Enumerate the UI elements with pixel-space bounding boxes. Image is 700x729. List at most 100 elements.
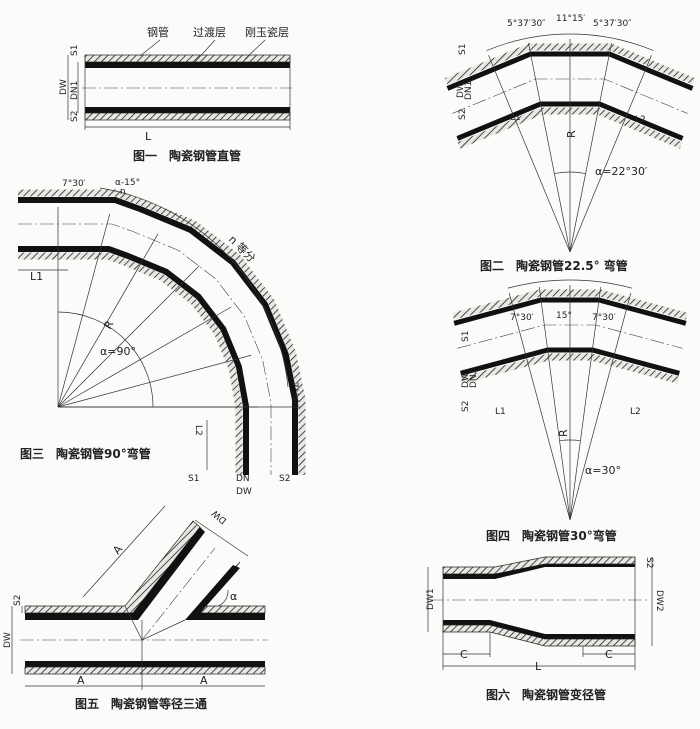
label-a-branch: A (110, 542, 125, 556)
radial-line (569, 286, 602, 521)
label-segment-angle: α-15° (115, 178, 140, 188)
label-s2: S2 (644, 557, 654, 568)
radial-line (488, 55, 571, 253)
radial-line (57, 354, 252, 408)
figure-3-90-degree-bend: 7°30′ α-15° n n 等分 α=90° R 7°30′ L1 L2 S… (18, 178, 306, 497)
label-angle-right: 5°37′30″ (593, 19, 632, 29)
label-c-right: C (605, 648, 613, 661)
figure-2-caption: 图二 陶瓷钢管22.5° 弯管 (480, 258, 628, 273)
reducer-ceramic-top (443, 564, 635, 579)
tee-ceramic-bottom (25, 661, 265, 667)
label-dn1: DN1 (469, 369, 479, 388)
label-l1: L1 (495, 407, 506, 417)
label-s1: S1 (458, 44, 468, 55)
label-s1: S1 (188, 474, 199, 484)
label-l1: L1 (30, 270, 43, 283)
label-s2: S2 (13, 595, 23, 606)
label-dn: DN (236, 474, 250, 484)
radial-line (569, 292, 632, 521)
label-angle-start: 7°30′ (62, 179, 86, 189)
label-angle-left: 7°30′ (510, 313, 534, 323)
label-dw: DW (59, 79, 69, 95)
figure-2-22-5-degree-bend: 5°37′30″ 11°15′ 5°37′30″ α=22°30′ R S1 D… (444, 14, 696, 273)
tee-ceramic-top-right (185, 565, 265, 620)
ceramic-layer-top (85, 62, 290, 68)
label-alpha: α=90° (100, 345, 136, 358)
label-l: L (535, 660, 542, 673)
radial-line (569, 43, 612, 253)
label-a-right: A (200, 674, 208, 687)
label-segment-n: n (120, 187, 126, 197)
label-dw: DW (461, 372, 471, 388)
radial-line (57, 213, 111, 408)
label-l2: L2 (193, 425, 203, 436)
radial-line (508, 292, 571, 521)
label-angle-end: 7°30′ (289, 382, 299, 406)
label-dw2: DW2 (654, 590, 664, 612)
label-dn1: DN1 (70, 81, 80, 100)
centerline (18, 223, 272, 475)
label-dw: DW (456, 82, 466, 98)
n-parts-arc (99, 187, 289, 388)
label-r: R (101, 318, 116, 331)
label-r: R (565, 130, 578, 138)
label-l1: L1 (510, 113, 521, 123)
radial-line (569, 55, 652, 253)
label-l2: L2 (630, 407, 641, 417)
label-dw: DW (3, 632, 13, 648)
label-corundum-layer: 刚玉瓷层 (245, 25, 289, 39)
label-dw1: DW1 (426, 588, 436, 610)
outer-steel-wall-top (84, 54, 291, 63)
figure-3-caption: 图三 陶瓷钢管90°弯管 (20, 446, 151, 461)
figure-4-30-degree-bend: 7°30′ 15° 7°30′ α=30° R S1 DW DN1 S2 L1 … (452, 279, 688, 543)
label-angle-mid: 11°15′ (556, 14, 585, 24)
outer-steel-wall-inside (18, 252, 243, 475)
label-dw-branch: DW (210, 507, 229, 525)
label-r: R (557, 429, 570, 437)
angle-dimension-arc (507, 279, 633, 289)
figure-1-straight-pipe: 钢管 过渡层 刚玉瓷层 S1 DW DN1 S2 L 图一 陶瓷钢管直管 (59, 25, 292, 163)
figure-5-equal-tee: A A A α S2 DW DW 图五 陶瓷钢管等径三通 (3, 505, 268, 711)
label-transition-layer: 过渡层 (193, 25, 226, 39)
figure-6-reducer: C C L DW1 DW2 S2 图六 陶瓷钢管变径管 (426, 556, 664, 702)
label-l: L (145, 130, 152, 143)
label-alpha: α=22°30′ (595, 165, 648, 178)
label-angle-right: 7°30′ (592, 313, 616, 323)
ceramic-layer-outside (18, 197, 298, 475)
label-alpha: α=30° (585, 464, 621, 477)
angle-dimension-arc (486, 33, 654, 51)
reducer-ceramic-bottom (443, 620, 635, 639)
label-dn1: DN1 (464, 81, 474, 100)
centerline (452, 78, 688, 114)
figure-4-caption: 图四 陶瓷钢管30°弯管 (486, 528, 617, 543)
label-steel-pipe: 钢管 (147, 25, 169, 39)
label-dw: DW (236, 487, 252, 497)
radial-line (57, 265, 200, 408)
ceramic-layer-inside (18, 246, 249, 475)
figure-1-caption: 图一 陶瓷钢管直管 (133, 148, 241, 163)
outer-steel-wall-bottom (84, 112, 291, 121)
label-s2: S2 (458, 109, 468, 120)
label-c-left: C (460, 648, 468, 661)
label-angle-left: 5°37′30″ (507, 19, 546, 29)
label-s1: S1 (70, 45, 80, 56)
label-alpha: α (230, 590, 237, 603)
figure-6-caption: 图六 陶瓷钢管变径管 (486, 687, 606, 702)
radial-line (57, 306, 232, 408)
tee-ceramic-top-left (25, 527, 205, 620)
ceramic-layer-bottom (85, 107, 290, 113)
radial-line (538, 286, 571, 521)
radial-line (57, 233, 159, 408)
outer-steel-wall-outside (18, 189, 306, 475)
radial-line (528, 43, 571, 253)
label-a-left: A (77, 674, 85, 687)
figure-5-caption: 图五 陶瓷钢管等径三通 (75, 696, 207, 711)
label-angle-mid: 15° (556, 311, 572, 321)
label-s2: S2 (279, 474, 290, 484)
label-l2: L2 (635, 115, 646, 125)
label-s2: S2 (461, 401, 471, 412)
label-s2: S2 (70, 111, 80, 122)
label-s1: S1 (461, 331, 471, 342)
